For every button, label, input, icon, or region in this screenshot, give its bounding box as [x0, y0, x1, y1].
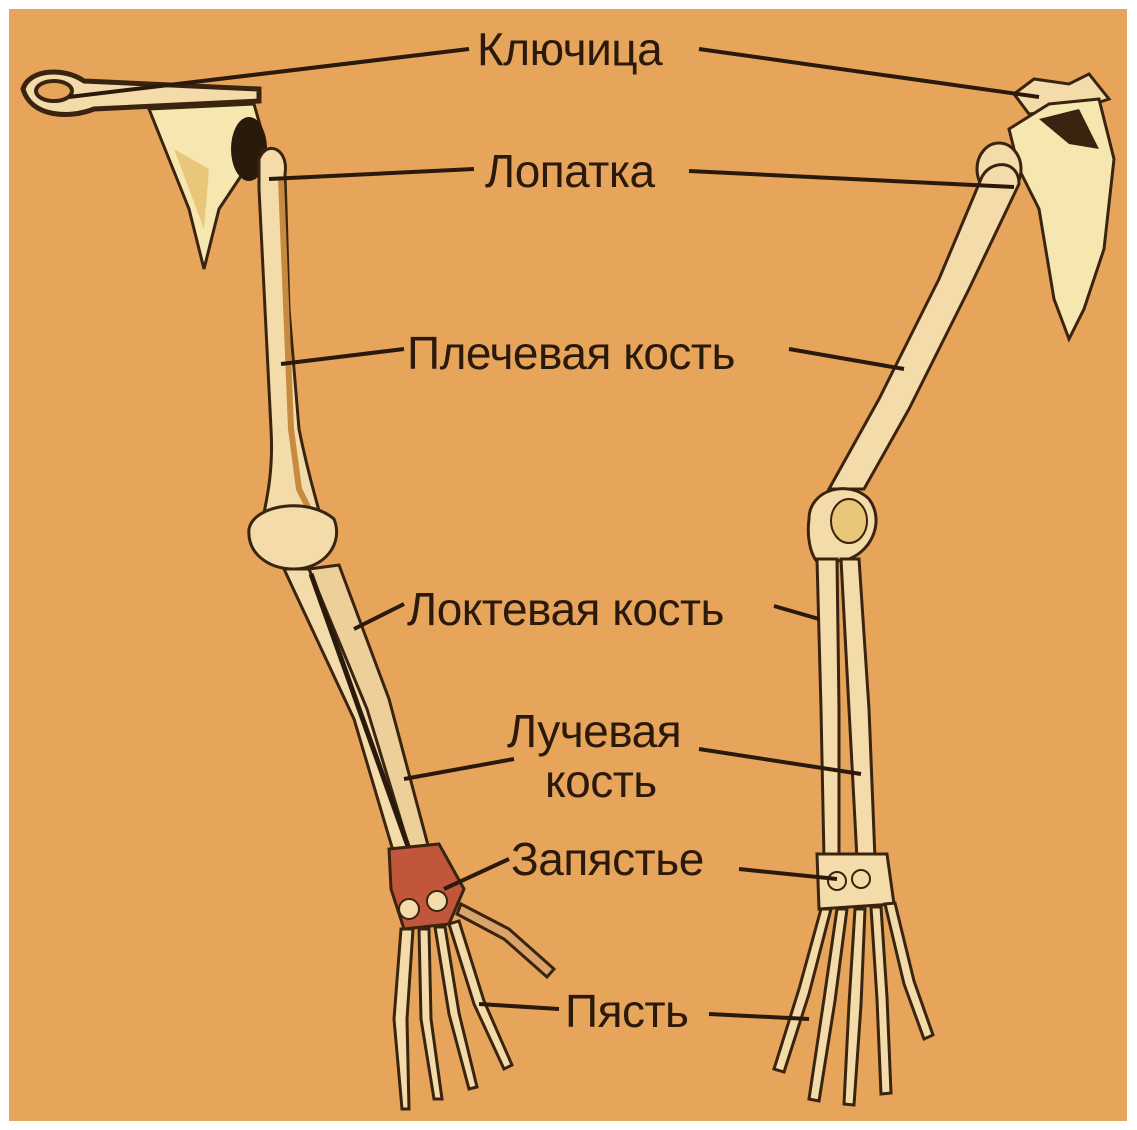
anatomy-diagram: Ключица Лопатка Плечевая кость Локтевая …: [9, 9, 1127, 1121]
label-wrist: Запястье: [511, 835, 704, 883]
label-scapula: Лопатка: [485, 147, 655, 195]
left-clavicle-end: [36, 81, 72, 101]
label-metacarpus: Пясть: [565, 987, 689, 1035]
right-radius: [841, 559, 875, 859]
label-ulna: Локтевая кость: [407, 585, 724, 633]
leader-radius-left: [404, 759, 514, 779]
right-hand: [774, 903, 933, 1105]
right-humerus: [829, 165, 1019, 489]
leader-scapula-left: [269, 169, 474, 179]
right-carpal-bone: [852, 870, 870, 888]
left-carpal-bone: [427, 891, 447, 911]
left-elbow: [249, 506, 337, 569]
leader-ulna-left: [354, 604, 404, 629]
leader-clavicle-left: [69, 49, 469, 97]
leader-clavicle-right: [699, 49, 1039, 97]
label-radius-line1: Лучевая: [507, 707, 681, 755]
left-carpal-bone: [399, 899, 419, 919]
leader-humerus-left: [281, 349, 404, 364]
right-ulna: [817, 559, 839, 859]
leader-scapula-right: [689, 171, 1014, 187]
right-elbow-condyle: [831, 499, 867, 543]
label-humerus: Плечевая кость: [407, 329, 735, 377]
leader-ulna-right: [774, 606, 819, 619]
label-clavicle: Ключица: [477, 25, 662, 73]
label-radius-line2: кость: [545, 757, 657, 805]
left-forearm-gap: [311, 574, 409, 849]
left-humerus: [259, 148, 324, 539]
leader-humerus-right: [789, 349, 904, 369]
leader-metacarpus-left: [479, 1004, 559, 1009]
right-carpal-bone: [828, 872, 846, 890]
